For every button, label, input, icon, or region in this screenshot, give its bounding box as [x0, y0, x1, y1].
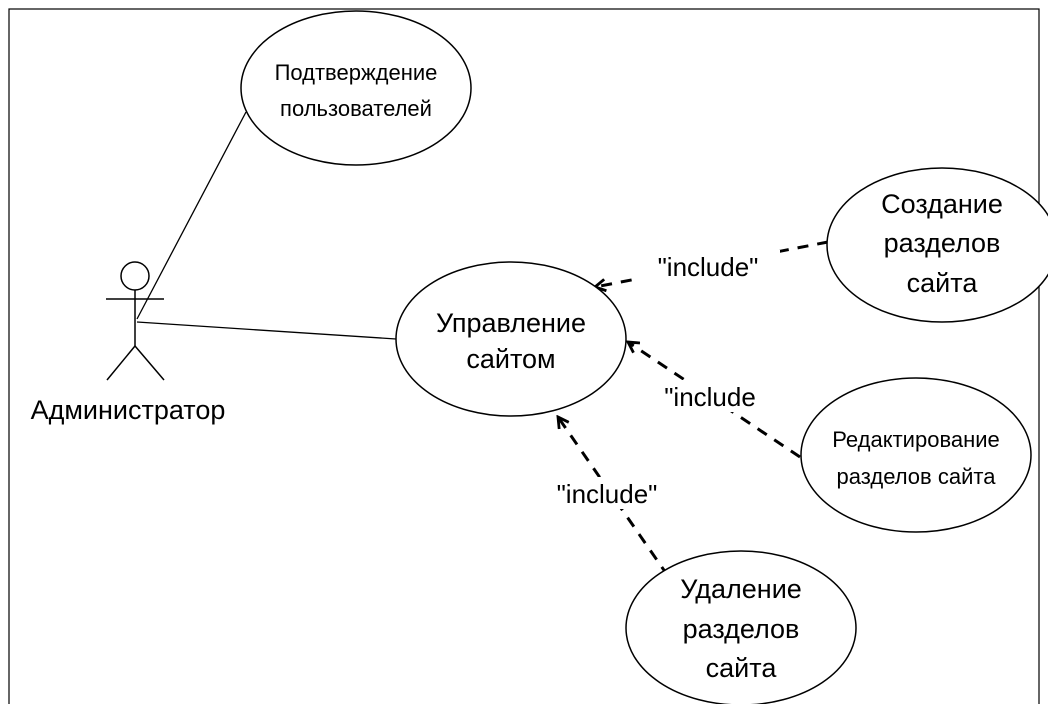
use-case-label-line: Подтверждение [275, 60, 438, 85]
actor-left-leg [106, 345, 136, 381]
use-case-ellipse [240, 10, 472, 166]
use-case-confirm-users: Подтверждение пользователей [240, 10, 472, 166]
actor-right-leg [134, 345, 165, 381]
use-case-label-line: Создание [881, 189, 1003, 219]
use-case-label-line: сайтом [466, 344, 555, 374]
use-case-ellipse [395, 261, 627, 417]
use-case-ellipse [625, 550, 857, 704]
use-case-label-line: сайта [907, 268, 979, 298]
actor-name: Администратор [31, 395, 226, 425]
association-manage-site [136, 321, 397, 340]
use-case-label-line: разделов сайта [837, 464, 997, 489]
use-case-label-line: разделов [683, 614, 800, 644]
use-case-create-sections: Создание разделов сайта [826, 167, 1048, 323]
use-case-label-line: Редактирование [832, 427, 1000, 452]
use-case-edit-sections: Редактирование разделов сайта [800, 377, 1032, 533]
use-case-delete-sections: Удаление разделов сайта [625, 550, 857, 704]
use-case-ellipse [826, 167, 1048, 323]
actor-head [120, 261, 150, 291]
include-label-edit: "include [664, 382, 756, 412]
use-case-label-line: пользователей [280, 96, 432, 121]
actor-figure [106, 261, 165, 381]
association-confirm-users [136, 111, 247, 320]
include-label-bg-create [636, 250, 780, 282]
use-case-label-line: Управление [436, 308, 586, 338]
use-case-label-line: сайта [706, 653, 778, 683]
include-label-bg-edit [646, 380, 774, 412]
use-case-label-line: Удаление [680, 574, 802, 604]
use-case-ellipse [800, 377, 1032, 533]
include-line-delete [558, 417, 670, 577]
use-case-label-line: разделов [884, 228, 1001, 258]
include-label-bg-delete [536, 477, 678, 509]
include-label-create: "include" [658, 252, 759, 282]
use-case-manage-site: Управление сайтом [395, 261, 627, 417]
include-label-delete: "include" [557, 479, 658, 509]
